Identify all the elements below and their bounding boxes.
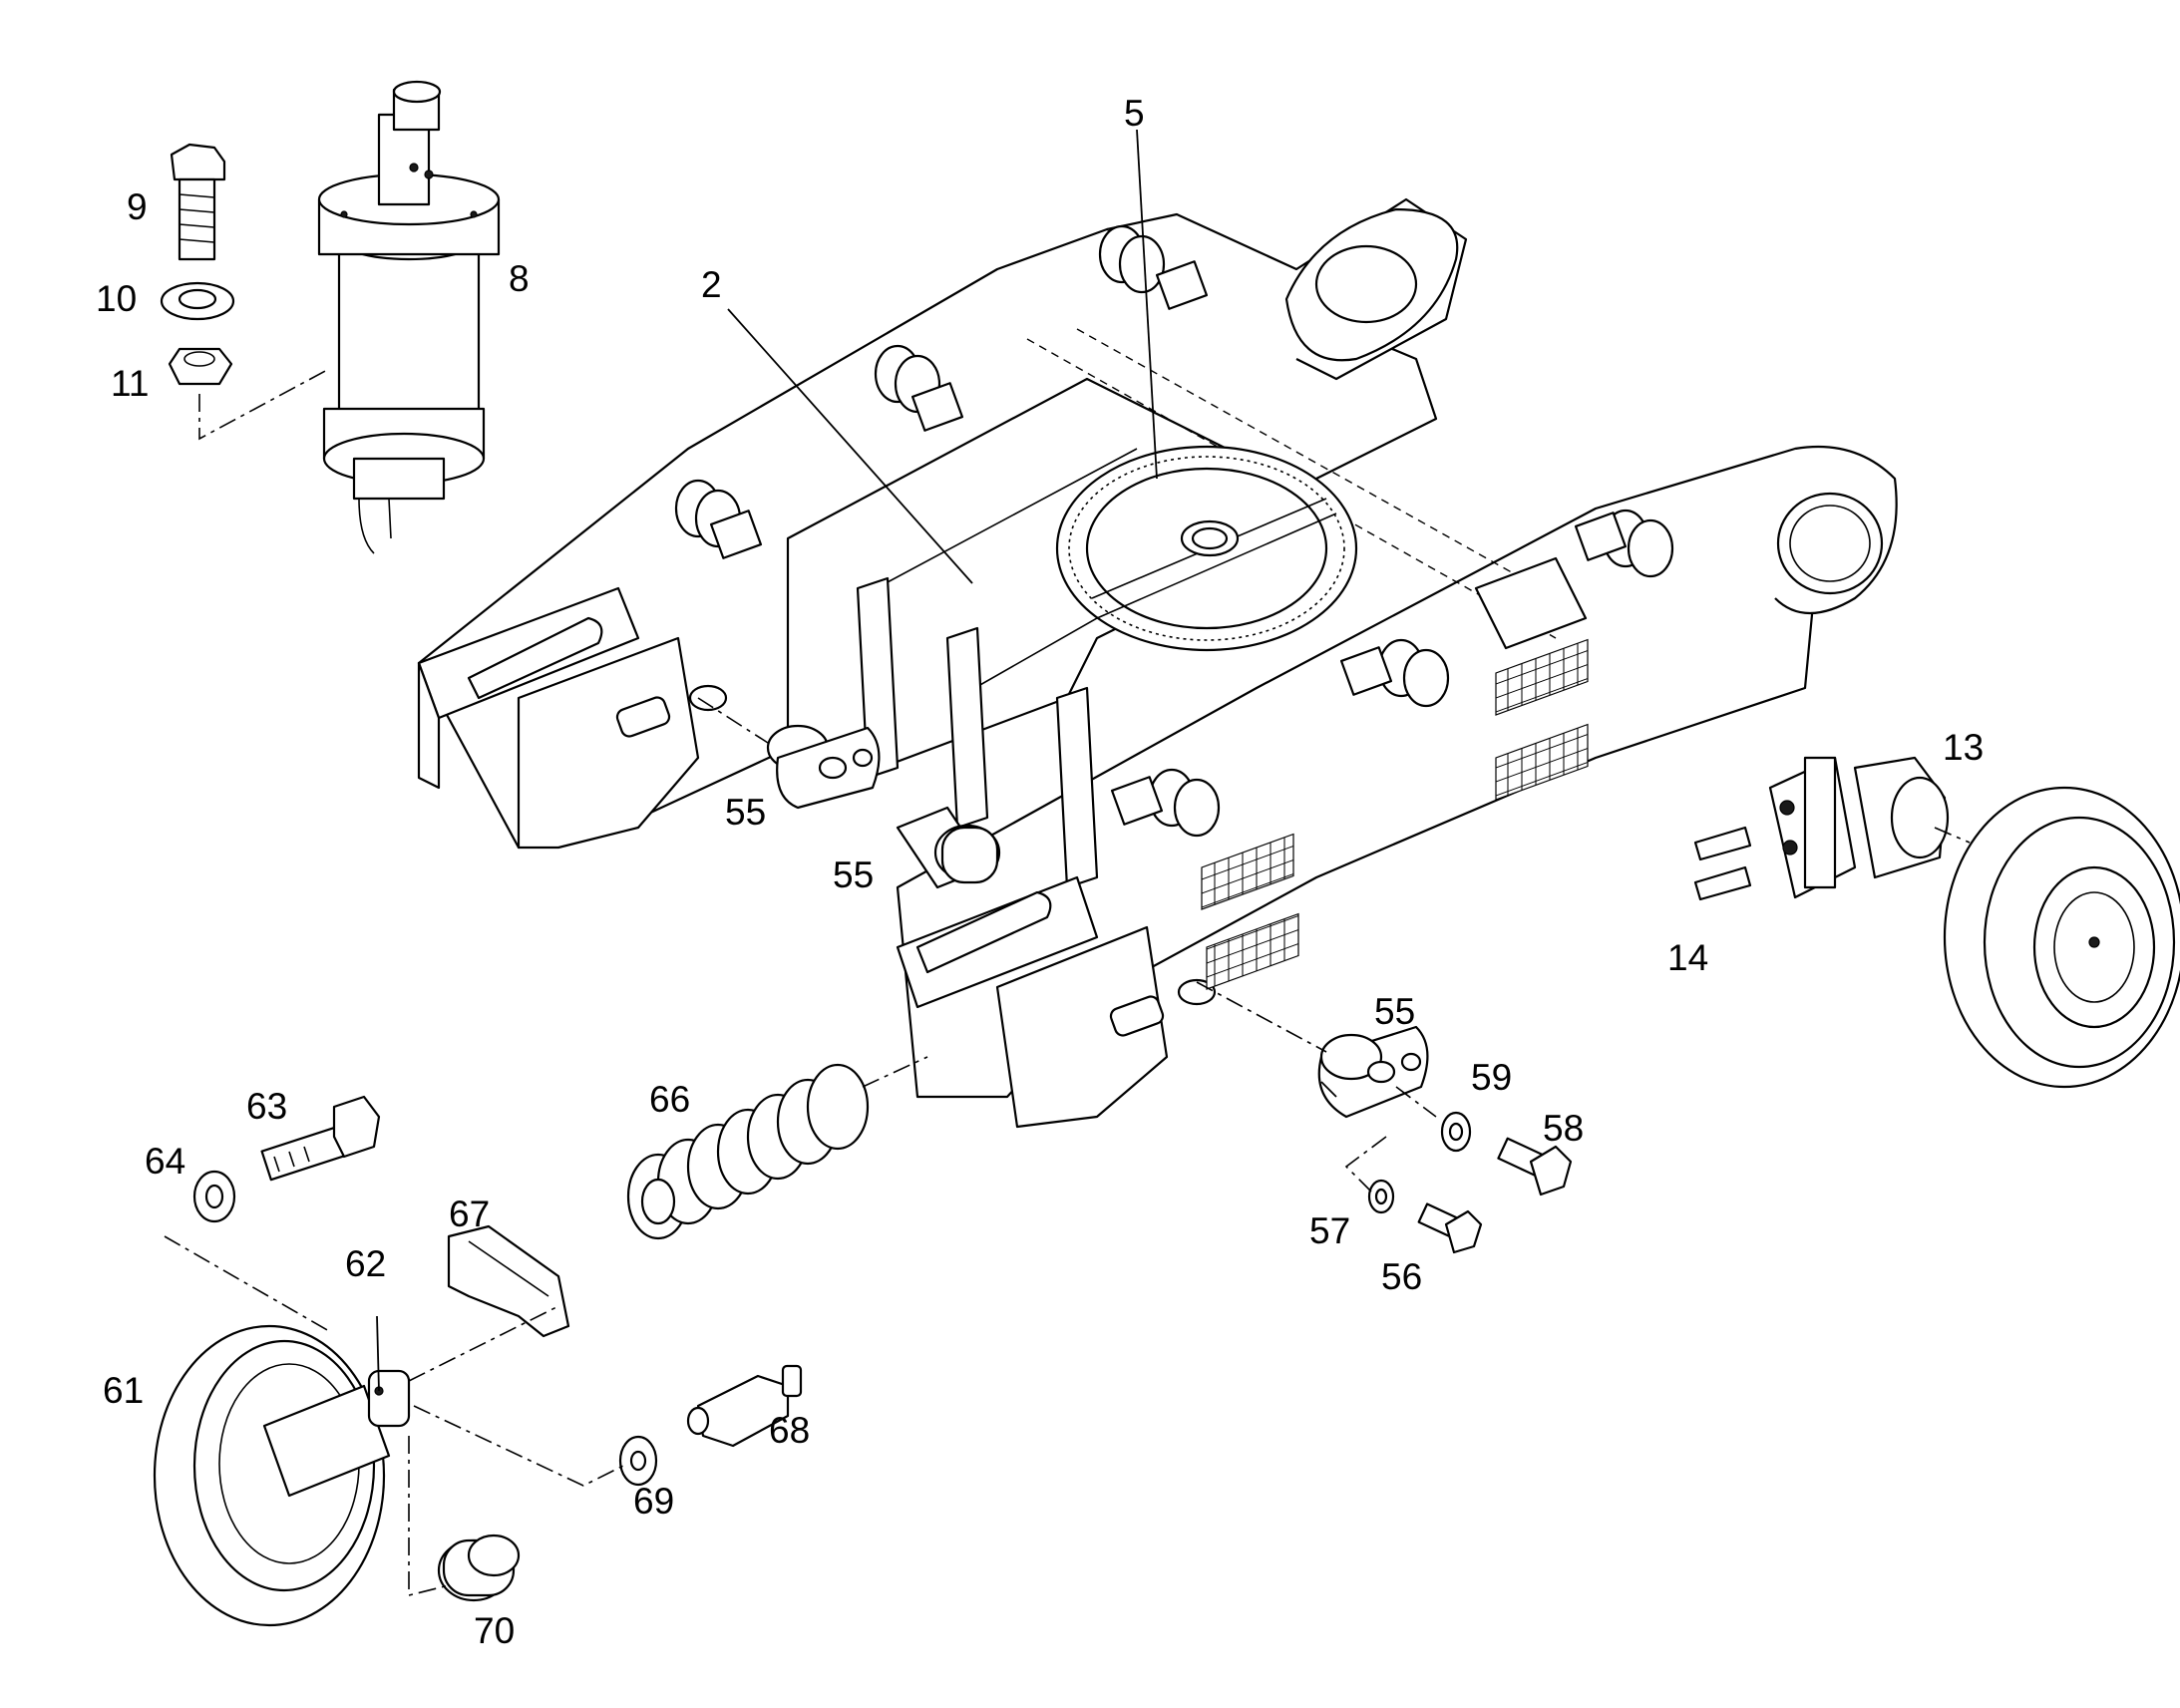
carrier-roller [1574, 509, 1674, 578]
clamp-block [447, 1224, 570, 1338]
slewing-ring [1055, 445, 1358, 652]
callout-55-c: 55 [1374, 991, 1415, 1032]
callout-69: 69 [633, 1481, 674, 1522]
callout-5: 5 [1124, 93, 1145, 134]
carrier-roller [674, 479, 763, 559]
assembly-line [408, 1436, 450, 1597]
assembly-line [1934, 827, 1971, 844]
assembly-line [862, 1056, 928, 1088]
assembly-line [1344, 1136, 1387, 1193]
idler-wheel [153, 1324, 391, 1627]
callout-63: 63 [246, 1086, 287, 1127]
hex-bolt [170, 143, 226, 261]
callout-62: 62 [345, 1243, 386, 1284]
callout-55-a: 55 [725, 792, 766, 833]
callout-61: 61 [103, 1370, 144, 1411]
assembly-line [1196, 981, 1327, 1053]
hex-bolt [1417, 1202, 1483, 1254]
callout-10: 10 [96, 278, 137, 319]
drive-sprocket [1943, 786, 2180, 1089]
callout-labels: 9 10 11 8 5 2 13 14 55 55 55 59 58 57 56… [96, 93, 1984, 1651]
callout-56: 56 [1381, 1256, 1422, 1297]
grease-fitting [686, 1364, 803, 1448]
hex-bolt [1497, 1137, 1573, 1196]
travel-motor [1693, 756, 1950, 901]
callout-58: 58 [1543, 1108, 1584, 1149]
callout-67: 67 [449, 1194, 490, 1234]
carrier-roller [1098, 224, 1209, 310]
callout-64: 64 [145, 1141, 185, 1182]
washer [618, 1435, 658, 1487]
pivot-pin [766, 724, 881, 810]
callout-68: 68 [769, 1410, 810, 1451]
assembly-line [198, 368, 330, 441]
recoil-spring [626, 1063, 870, 1240]
assembly-line [413, 1405, 624, 1487]
rotary-joint [317, 80, 501, 554]
hex-bolt [260, 1095, 381, 1182]
plug [437, 1534, 521, 1602]
washer [1440, 1111, 1472, 1153]
callout-59: 59 [1471, 1057, 1512, 1098]
callout-13: 13 [1943, 727, 1984, 768]
callout-2: 2 [701, 264, 722, 305]
assembly-line [164, 1235, 330, 1332]
callout-66: 66 [649, 1079, 690, 1120]
undercarriage-frame [417, 197, 1898, 1129]
idler-shaft [367, 1369, 411, 1428]
washer [192, 1170, 236, 1223]
callout-14: 14 [1667, 937, 1708, 978]
callout-57: 57 [1309, 1210, 1350, 1251]
pivot-pin [1317, 1025, 1429, 1119]
callout-9: 9 [127, 186, 148, 227]
hex-nut [168, 347, 233, 386]
callout-70: 70 [474, 1610, 515, 1651]
washer [160, 281, 235, 321]
washer [1367, 1179, 1395, 1214]
assembly-line [1395, 1086, 1437, 1118]
carrier-roller [1339, 638, 1450, 708]
leader-lines [376, 129, 1337, 1392]
pivot-pin [896, 806, 1001, 889]
assembly-line [697, 697, 769, 744]
callout-11: 11 [111, 363, 149, 404]
carrier-roller [1110, 768, 1221, 838]
callout-8: 8 [509, 258, 530, 299]
callout-55-b: 55 [833, 854, 874, 895]
carrier-roller [874, 344, 964, 432]
assembly-line [408, 1305, 559, 1382]
